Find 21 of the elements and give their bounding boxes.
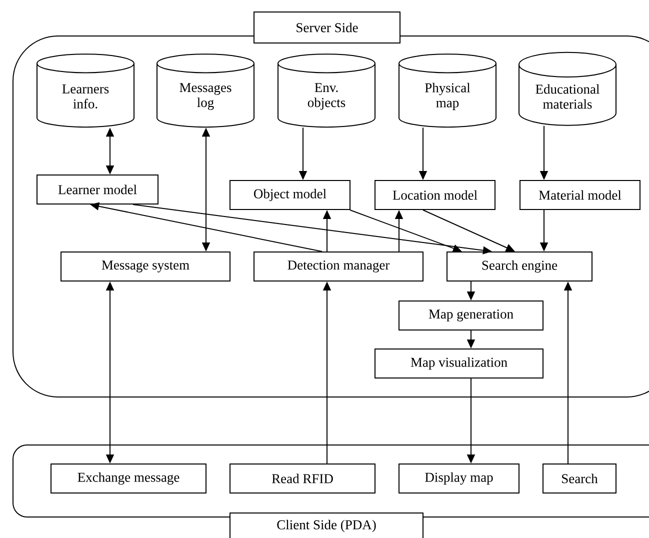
- process-box: Material model: [520, 180, 640, 210]
- database-cylinder: Learners info.: [36, 54, 134, 128]
- database-cylinder: Physical map: [398, 54, 496, 128]
- process-box: Detection manager: [254, 252, 424, 282]
- database-cylinder: Educational materials: [518, 52, 616, 126]
- process-box: Learner model: [36, 174, 158, 204]
- database-cylinder: Env. objects: [278, 54, 376, 128]
- region-frame: [12, 36, 649, 398]
- process-box: Message system: [60, 252, 230, 282]
- database-cylinder: Messages log: [156, 54, 254, 128]
- process-box: Display map: [398, 463, 520, 494]
- process-box: Read RFID: [230, 463, 376, 494]
- process-box: Map generation: [398, 300, 544, 330]
- process-box: Location model: [374, 180, 496, 210]
- process-box: Exchange message: [50, 463, 206, 494]
- process-box: Search: [542, 463, 616, 494]
- process-box: Search engine: [446, 252, 592, 282]
- process-box: Map visualization: [374, 348, 544, 378]
- region-label: Server Side: [254, 12, 400, 44]
- region-label: Client Side (PDA): [230, 512, 424, 538]
- process-box: Object model: [230, 180, 350, 210]
